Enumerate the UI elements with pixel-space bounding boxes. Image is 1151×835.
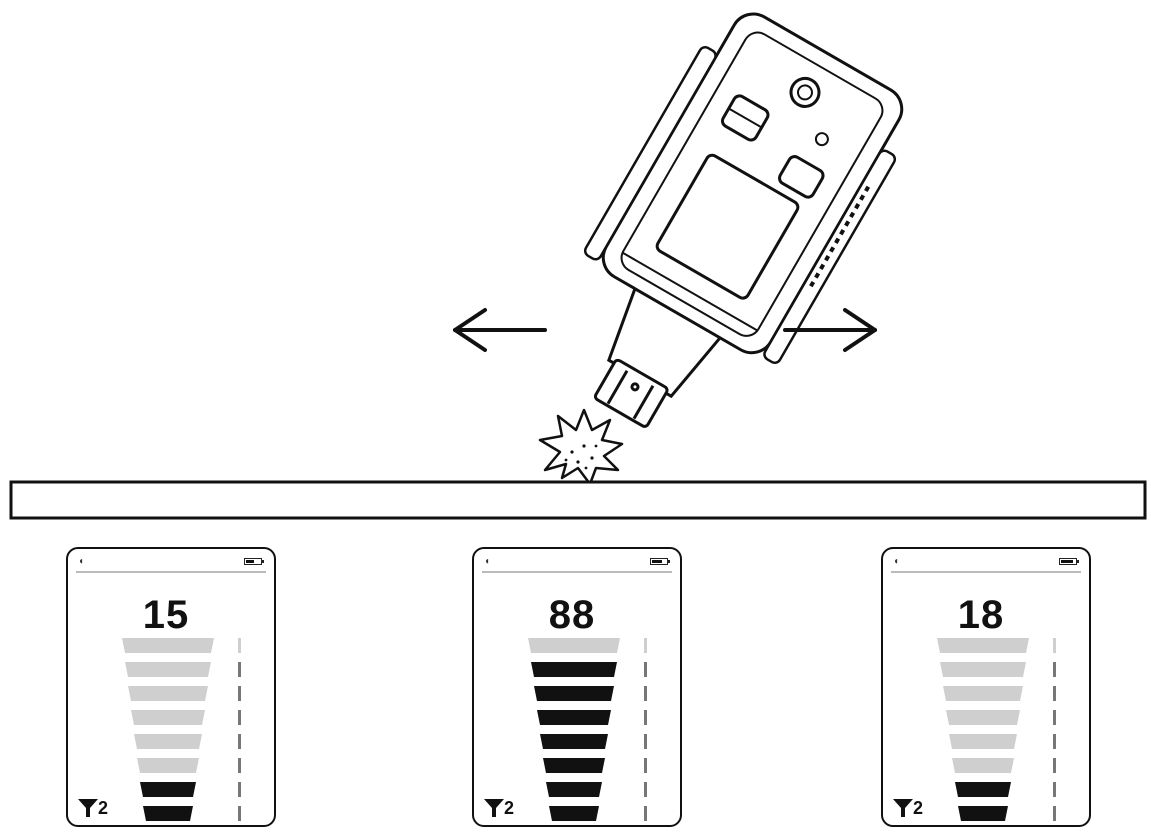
signal-bar-inactive [131, 710, 205, 725]
battery-icon [650, 558, 670, 565]
signal-bar-inactive [937, 638, 1029, 653]
scale-tick [644, 758, 647, 773]
filter-level: 2 [913, 798, 924, 818]
scale-tick [238, 662, 241, 677]
signal-bars [528, 638, 647, 821]
handheld-device [583, 12, 904, 428]
scale-tick [644, 710, 647, 725]
battery-icon [244, 558, 264, 565]
signal-bar-inactive [949, 734, 1017, 749]
scale-tick [238, 734, 241, 749]
reading-value: 15 [142, 593, 190, 637]
signal-bar-inactive [122, 638, 214, 653]
scale-tick [1053, 782, 1056, 797]
signal-bar-active [546, 782, 602, 797]
filter-icon [484, 799, 504, 817]
filter-level: 2 [504, 798, 515, 818]
signal-bars [122, 638, 241, 821]
scale-tick [644, 638, 647, 653]
scale-tick [1053, 686, 1056, 701]
signal-bar-active [143, 806, 193, 821]
scale-tick [1053, 806, 1056, 821]
arrow-right-icon [783, 308, 877, 352]
signal-bar-active [543, 758, 605, 773]
filter-level: 2 [98, 798, 109, 818]
signal-bar-active [540, 734, 608, 749]
scale-tick [1053, 734, 1056, 749]
arrow-left-icon [453, 308, 547, 352]
scale-tick [644, 782, 647, 797]
detector-screen-high: ◖ 88 2 [472, 547, 682, 827]
scale-tick [644, 734, 647, 749]
signal-bar-active [549, 806, 599, 821]
signal-bar-active [531, 662, 617, 677]
scale-tick [238, 710, 241, 725]
signal-bar-active [537, 710, 611, 725]
signal-bars [937, 638, 1056, 821]
scale-tick [1053, 758, 1056, 773]
reading-value: 88 [548, 593, 596, 637]
scale-tick [644, 686, 647, 701]
signal-bar-active [140, 782, 196, 797]
signal-bar-inactive [128, 686, 208, 701]
signal-bar-inactive [940, 662, 1026, 677]
filter-icon [78, 799, 98, 817]
scale-tick [238, 806, 241, 821]
filter-icon [893, 799, 913, 817]
detector-screen-low: ◖ 15 2 [66, 547, 276, 827]
scale-tick [644, 806, 647, 821]
scale-tick [238, 782, 241, 797]
scale-tick [238, 638, 241, 653]
scale-tick [1053, 638, 1056, 653]
scale-tick [1053, 710, 1056, 725]
scale-tick [644, 662, 647, 677]
speaker-icon: ◖ [484, 556, 491, 567]
reading-value: 18 [957, 593, 1005, 637]
speaker-icon: ◖ [78, 556, 85, 567]
signal-bar-inactive [134, 734, 202, 749]
surface-slab [9, 480, 1147, 520]
signal-bar-inactive [528, 638, 620, 653]
signal-bar-active [955, 782, 1011, 797]
signal-bar-inactive [952, 758, 1014, 773]
scale-tick [238, 686, 241, 701]
device-display [655, 153, 800, 300]
signal-bar-inactive [137, 758, 199, 773]
scale-tick [238, 758, 241, 773]
signal-bar-inactive [946, 710, 1020, 725]
signal-bar-inactive [125, 662, 211, 677]
speaker-icon: ◖ [893, 556, 900, 567]
signal-bar-active [958, 806, 1008, 821]
signal-bar-inactive [943, 686, 1023, 701]
detector-screen-low-2: ◖ 18 2 [881, 547, 1091, 827]
device-button-right [778, 155, 825, 199]
battery-icon [1059, 558, 1079, 565]
scale-tick [1053, 662, 1056, 677]
signal-bar-active [534, 686, 614, 701]
